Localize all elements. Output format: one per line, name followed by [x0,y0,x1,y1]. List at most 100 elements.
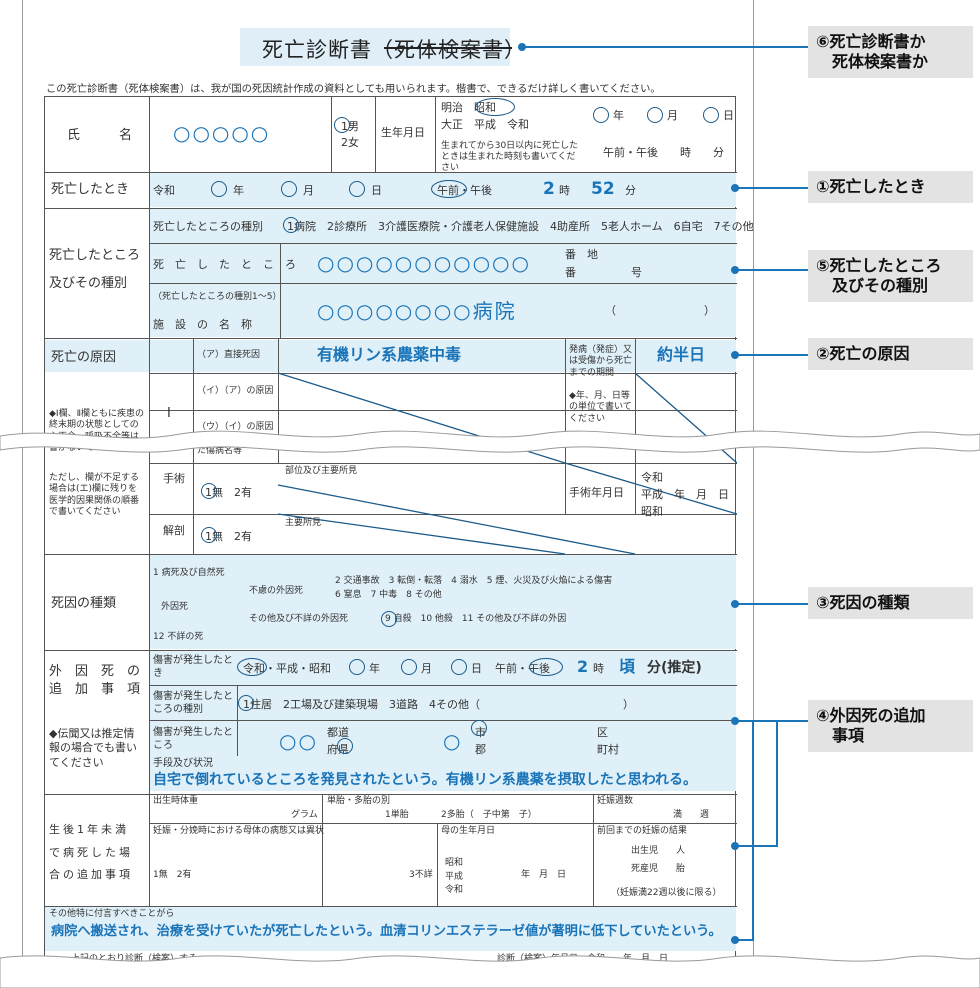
birth-month-circle [647,107,663,123]
torn-cut-top [0,430,980,453]
era-line2: 大正 平成 令和 [441,118,529,131]
callout-3: ③死因の種類 [808,587,973,619]
death-year: 年 [233,184,244,197]
injury-hour: 2 [577,657,589,676]
cause-a-label: （ア）直接死因 [197,350,261,360]
injury-approx: 頃 [619,657,636,676]
place-banchi: 番 地 [565,248,598,261]
autopsy-opts: 1無 2有 [205,530,252,543]
weeks-unit: 満 週 [673,810,710,820]
sex-female: 2女 [341,136,359,149]
title-main: 死亡診断書 [262,38,372,62]
era-line1: 明治 昭和 [441,101,496,114]
death-place-label1: 死亡したところ [49,248,141,263]
cond-unknown: 3不詳 [409,870,433,880]
birth-month: 月 [667,109,678,122]
sex-male-circle [334,117,350,133]
death-type-opt12: 12 不詳の死 [153,632,204,642]
birth-note: 生まれてから30日以内に死亡したときは生まれた時刻も書いてください [441,141,579,173]
facility-value: ○○○○○○○○病院 [317,299,517,323]
means-label: 手段及び状況 [153,758,213,769]
cause-label: 死亡の原因 [51,350,117,365]
injury-era: 令和・平成・昭和 [243,662,331,675]
autopsy-label: 解剖 [163,524,185,537]
line-4 [735,720,808,722]
footer-left: 上記のとおり診断（検案）する [71,954,198,964]
injury-name: た傷病名等 [197,446,243,456]
injury-minute-est: 分(推定) [647,660,702,676]
hl-other [45,907,736,951]
injury-hour-unit: 時 [593,662,604,675]
death-minute-unit: 分 [625,184,636,197]
callout-2: ②死亡の原因 [808,338,973,370]
death-month-circle [281,181,297,197]
injury-ampm: 午前・午後 [495,662,550,675]
birth-ampm: 午前・午後 時 分 [603,146,724,159]
cause-b-label: （イ）（ア）の原因 [197,386,274,396]
death-type-label: 死因の種類 [51,596,117,611]
line-2 [735,354,808,356]
place-type-label: 死亡したところの種別 [153,220,263,233]
death-minute: 52 [591,179,615,199]
injury-city-dot: ○ [443,729,463,753]
surgery-era: 令和 平成 年 月 日 昭和 [641,471,729,519]
line-6 [522,46,808,48]
facility-label: 施 設 の 名 称 [153,318,252,331]
single: 1単胎 [385,810,409,820]
form-title: 死亡診断書（死体検案書） [262,34,526,64]
death-hour: 2 [543,179,555,199]
death-am-circle [431,180,467,198]
injury-month-circle [401,659,417,675]
death-era: 令和 [153,184,175,197]
other-ext-opts: 9 自殺 10 他殺 11 その他及び不詳の外因 [385,614,567,624]
prev-still: 死産児 胎 [631,864,686,874]
external-note: ◆伝聞又は推定情報の場合でも書いてください [49,727,137,769]
place-ban: 番 号 [565,266,642,279]
pref-ken-circle [337,738,353,754]
death-type-opt1: 1 病死及び自然死 [153,568,225,578]
mother-cond: 妊娠・分娩時における母体の病態又は異状 [153,826,325,836]
accident-opts2: 6 窒息 7 中毒 8 その他 [335,590,442,600]
callout-4: ④外因死の追加 事項 [808,700,973,752]
injury-ku: 区 町村 [597,726,619,756]
era-showa-circle [475,98,515,116]
multiple-label: 単胎・多胎の別 [327,796,391,806]
mother-ymd: 年 月 日 [521,870,567,880]
suicide-circle [381,611,397,627]
cause-roman: Ⅰ [167,406,171,421]
death-place-label2: 及びその種別 [49,276,128,291]
place-label: 死 亡 し た と こ ろ [153,258,296,271]
line-4-c [735,939,754,941]
facility-note: （死亡したところの種別1〜5） [153,292,282,302]
multi: 2多胎（ 子中第 子） [441,810,537,820]
mother-era: 昭和 平成 令和 [445,858,464,895]
surgery-label: 手術 [163,472,185,485]
death-day-circle [349,181,365,197]
hl-death-type [150,555,736,649]
line-5 [735,269,808,271]
death-hour-unit: 時 [559,184,570,197]
other-value: 病院へ搬送され、治療を受けていたが死亡したという。血清コリンエステラーゼ値が著明… [51,924,722,939]
hl-cause-a [45,340,736,372]
prev-live: 出生児 人 [631,846,686,856]
injury-day-circle [451,659,467,675]
injury-home-circle [238,695,254,711]
hl-death-place [150,209,736,337]
injury-pm-circle [529,658,563,676]
other-ext-label: その他及び不詳の外因死 [249,614,349,624]
external-label2: 追 加 事 項 [49,682,141,697]
city-shi-circle [471,720,487,736]
autopsy-findings: 主要所見 [285,518,322,528]
facility-paren: （ ） [605,304,715,317]
cause-note3: ただし、欄が不足する場合は(エ)欄に残りを医学的因果関係の順番で書いてください [49,473,140,517]
birth-day: 日 [723,109,734,122]
injury-year-circle [349,659,365,675]
surgery-findings: 部位及び主要所見 [285,466,358,476]
surgery-date: 手術年月日 [569,486,624,499]
callout-6: ⑥死亡診断書か 死体検案書か [808,26,973,78]
birth-weight-unit: グラム [291,810,318,820]
birth-label: 生年月日 [381,126,425,139]
onset-label: 発病（発症）又は受傷から死亡までの期間 [569,345,633,378]
callout-5: ⑤死亡したところ 及びその種別 [808,250,973,302]
place-value: ○○○○○○○○○○○ [317,251,531,275]
